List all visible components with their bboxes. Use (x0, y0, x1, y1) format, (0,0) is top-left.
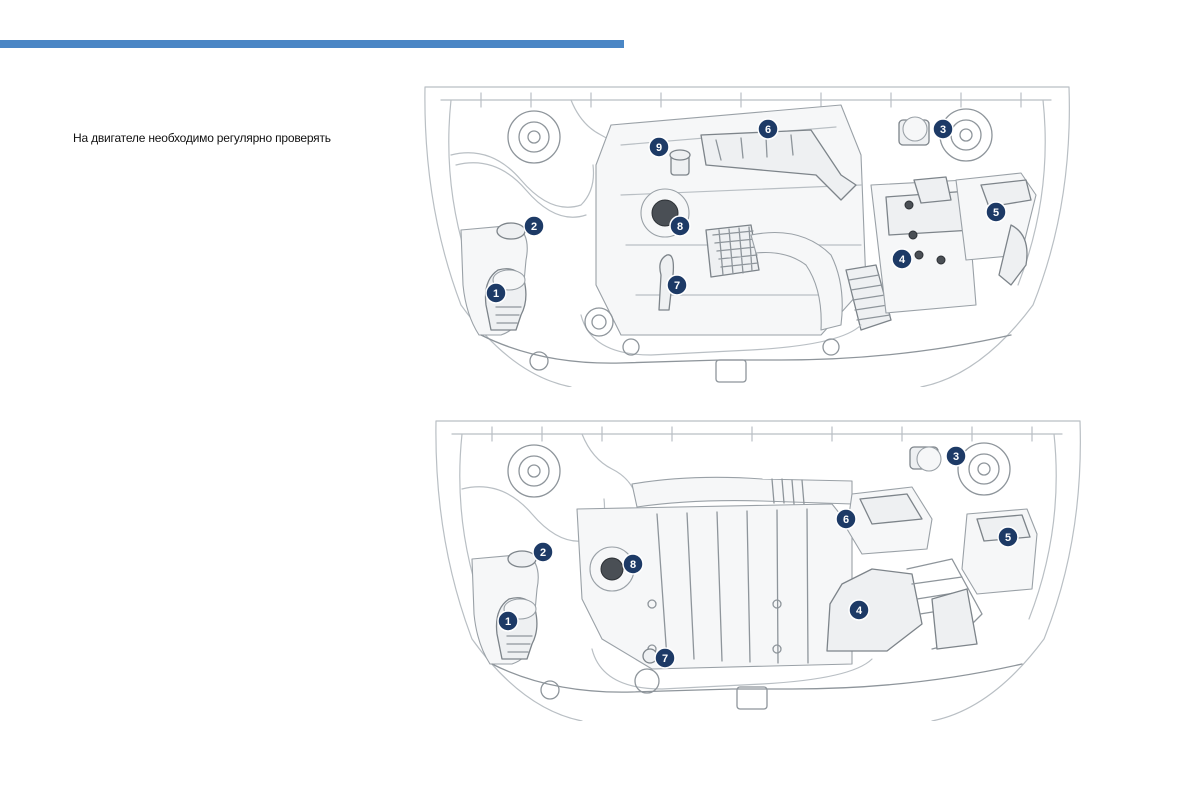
callout-8: 8 (622, 553, 644, 575)
callout-3: 3 (945, 445, 967, 467)
svg-text:7: 7 (674, 280, 680, 292)
svg-text:6: 6 (765, 124, 771, 136)
svg-text:7: 7 (662, 653, 668, 665)
callout-5: 5 (985, 201, 1007, 223)
callout-1: 1 (497, 610, 519, 632)
svg-text:1: 1 (505, 616, 511, 628)
callout-4: 4 (848, 599, 870, 621)
svg-text:9: 9 (656, 142, 662, 154)
callout-9: 9 (648, 136, 670, 158)
callout-2: 2 (532, 541, 554, 563)
callout-6: 6 (835, 508, 857, 530)
callout-3: 3 (932, 118, 954, 140)
svg-text:8: 8 (630, 559, 636, 571)
callout-4: 4 (891, 248, 913, 270)
svg-text:8: 8 (677, 221, 683, 233)
svg-text:5: 5 (1005, 532, 1011, 544)
callout-2: 2 (523, 215, 545, 237)
header-accent-bar (0, 40, 624, 48)
svg-text:4: 4 (856, 605, 863, 617)
svg-text:3: 3 (953, 451, 959, 463)
engine-diagram-top: 1 2 3 4 5 6 7 8 (421, 85, 1073, 387)
svg-text:2: 2 (531, 221, 537, 233)
svg-text:5: 5 (993, 207, 999, 219)
svg-text:4: 4 (899, 254, 906, 266)
svg-text:2: 2 (540, 547, 546, 559)
callout-8: 8 (669, 215, 691, 237)
callout-7: 7 (654, 647, 676, 669)
callout-6: 6 (757, 118, 779, 140)
svg-text:1: 1 (493, 288, 499, 300)
callout-5: 5 (997, 526, 1019, 548)
intro-text: На двигателе необходимо регулярно провер… (73, 131, 331, 145)
engine-diagram-bottom: 1 2 3 4 5 6 7 8 (432, 419, 1084, 721)
callout-7: 7 (666, 274, 688, 296)
callout-1: 1 (485, 282, 507, 304)
svg-text:3: 3 (940, 124, 946, 136)
svg-text:6: 6 (843, 514, 849, 526)
